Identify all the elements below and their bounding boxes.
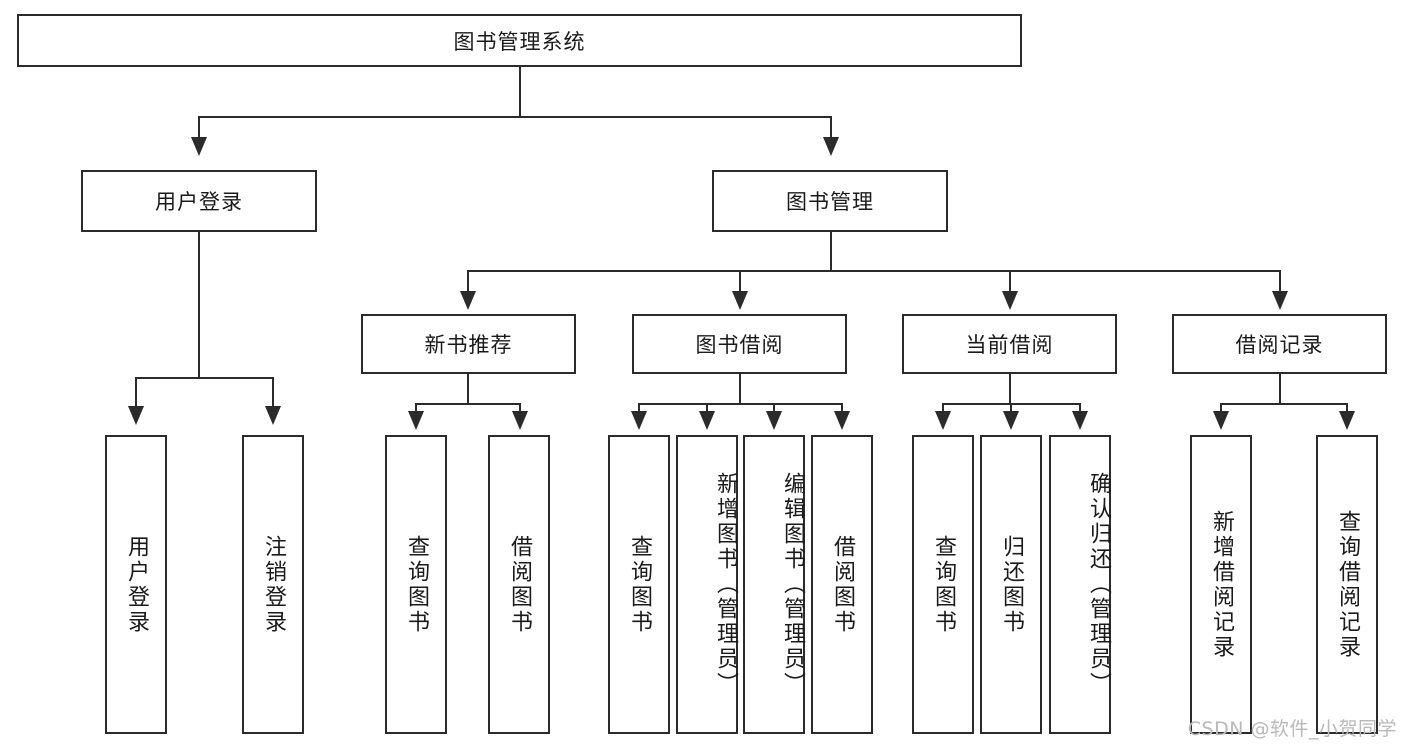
arrow-book-borrow-leaf-3 — [766, 411, 782, 430]
leaf-logout-label: 注销登录 — [261, 534, 286, 635]
connector-book-borrow-drop-4 — [841, 403, 843, 412]
node-new-book-rec[interactable]: 新书推荐 — [361, 314, 576, 374]
connector-book-manage-drop-2 — [739, 270, 741, 292]
arrow-new-book-rec-leaf-2 — [512, 411, 528, 430]
arrow-book-borrow-leaf-4 — [834, 411, 850, 430]
connector-root-stem — [519, 67, 521, 116]
arrow-book-borrow-leaf-2 — [699, 411, 715, 430]
connector-root-bus — [198, 116, 831, 118]
connector-book-borrow-drop-3 — [773, 403, 775, 412]
connector-book-manage-drop-1 — [467, 270, 469, 292]
arrow-borrow-record-leaf-2 — [1339, 411, 1355, 430]
node-new-book-rec-label: 新书推荐 — [424, 333, 513, 357]
leaf-query-book-rec[interactable]: 查询图书 — [385, 435, 447, 734]
leaf-add-book-admin[interactable]: 新增图书（管理员） — [676, 435, 738, 734]
connector-new-book-rec-bus — [415, 403, 520, 405]
connector-borrow-record-drop-1 — [1220, 403, 1222, 412]
leaf-borrow-book[interactable]: 借阅图书 — [811, 435, 873, 734]
connector-book-borrow-drop-1 — [638, 403, 640, 412]
connector-new-book-rec-drop-1 — [415, 403, 417, 412]
connector-book-manage-bus — [467, 270, 1281, 272]
leaf-query-book-rec-label: 查询图书 — [404, 534, 429, 635]
connector-borrow-record-bus — [1220, 403, 1347, 405]
leaf-return-book[interactable]: 归还图书 — [980, 435, 1042, 734]
arrow-root-to-book-manage — [823, 137, 839, 156]
node-book-borrow-label: 图书借阅 — [695, 333, 784, 357]
leaf-return-book-label: 归还图书 — [999, 534, 1024, 635]
leaf-user-login-label: 用户登录 — [124, 534, 149, 635]
connector-borrow-record-stem — [1279, 374, 1281, 405]
leaf-edit-book-admin-label: 编辑图书（管理员） — [780, 472, 805, 697]
node-book-manage[interactable]: 图书管理 — [712, 170, 948, 232]
leaf-confirm-return-admin-label: 确认归还（管理员） — [1086, 472, 1111, 697]
connector-book-borrow-stem — [739, 374, 741, 405]
connector-book-manage-drop-3 — [1009, 270, 1011, 292]
leaf-query-book-current-label: 查询图书 — [931, 534, 956, 635]
connector-new-book-rec-drop-2 — [519, 403, 521, 412]
connector-user-login-drop-1 — [135, 377, 137, 407]
leaf-borrow-book-rec[interactable]: 借阅图书 — [488, 435, 550, 734]
leaf-edit-book-admin[interactable]: 编辑图书（管理员） — [743, 435, 805, 734]
connector-borrow-record-drop-2 — [1346, 403, 1348, 412]
connector-book-borrow-bus — [638, 403, 842, 405]
leaf-query-borrow-record-label: 查询借阅记录 — [1335, 509, 1360, 660]
connector-book-borrow-drop-2 — [706, 403, 708, 412]
leaf-borrow-book-label: 借阅图书 — [830, 534, 855, 635]
arrow-borrow-record-leaf-1 — [1213, 411, 1229, 430]
arrow-current-borrow-leaf-3 — [1072, 411, 1088, 430]
leaf-logout[interactable]: 注销登录 — [242, 435, 304, 734]
arrow-user-login-leaf-2 — [265, 406, 281, 425]
connector-current-borrow-stem — [1009, 374, 1011, 405]
leaf-add-book-admin-label: 新增图书（管理员） — [713, 472, 738, 697]
arrow-current-borrow-leaf-1 — [935, 411, 951, 430]
connector-current-borrow-drop-3 — [1079, 403, 1081, 412]
node-current-borrow-label: 当前借阅 — [965, 333, 1054, 357]
connector-user-login-bus — [135, 377, 272, 379]
leaf-user-login[interactable]: 用户登录 — [105, 435, 167, 734]
connector-root-drop-2 — [830, 116, 832, 140]
arrow-new-book-rec-leaf-1 — [408, 411, 424, 430]
connector-user-login-stem — [198, 232, 200, 379]
node-book-borrow[interactable]: 图书借阅 — [632, 314, 847, 374]
node-borrow-record[interactable]: 借阅记录 — [1172, 314, 1387, 374]
leaf-borrow-book-rec-label: 借阅图书 — [507, 534, 532, 635]
connector-user-login-drop-2 — [272, 377, 274, 407]
connector-current-borrow-drop-2 — [1010, 403, 1012, 412]
leaf-query-borrow-record[interactable]: 查询借阅记录 — [1316, 435, 1378, 734]
arrow-current-borrow-leaf-2 — [1003, 411, 1019, 430]
node-user-login-label: 用户登录 — [155, 190, 243, 214]
node-book-manage-label: 图书管理 — [786, 190, 874, 214]
leaf-query-book-borrow-label: 查询图书 — [627, 534, 652, 635]
arrow-book-borrow-leaf-1 — [631, 411, 647, 430]
connector-book-manage-stem — [830, 232, 832, 272]
leaf-add-borrow-record[interactable]: 新增借阅记录 — [1190, 435, 1252, 734]
arrow-to-book-borrow — [732, 291, 748, 310]
connector-current-borrow-drop-1 — [942, 403, 944, 412]
connector-book-manage-drop-4 — [1279, 270, 1281, 292]
leaf-query-book-current[interactable]: 查询图书 — [912, 435, 974, 734]
node-root[interactable]: 图书管理系统 — [17, 14, 1022, 67]
leaf-add-borrow-record-label: 新增借阅记录 — [1209, 509, 1234, 660]
leaf-confirm-return-admin[interactable]: 确认归还（管理员） — [1049, 435, 1111, 734]
connector-root-drop-1 — [198, 116, 200, 140]
arrow-to-new-book-rec — [460, 291, 476, 310]
leaf-query-book-borrow[interactable]: 查询图书 — [608, 435, 670, 734]
node-current-borrow[interactable]: 当前借阅 — [902, 314, 1117, 374]
arrow-user-login-leaf-1 — [128, 406, 144, 425]
watermark: CSDN @软件_小贺同学 — [1187, 718, 1397, 740]
node-root-label: 图书管理系统 — [453, 29, 586, 54]
connector-new-book-rec-stem — [467, 374, 469, 405]
arrow-to-borrow-record — [1272, 291, 1288, 310]
node-user-login[interactable]: 用户登录 — [81, 170, 317, 232]
arrow-root-to-user-login — [191, 137, 207, 156]
node-borrow-record-label: 借阅记录 — [1235, 333, 1324, 357]
arrow-to-current-borrow — [1002, 291, 1018, 310]
